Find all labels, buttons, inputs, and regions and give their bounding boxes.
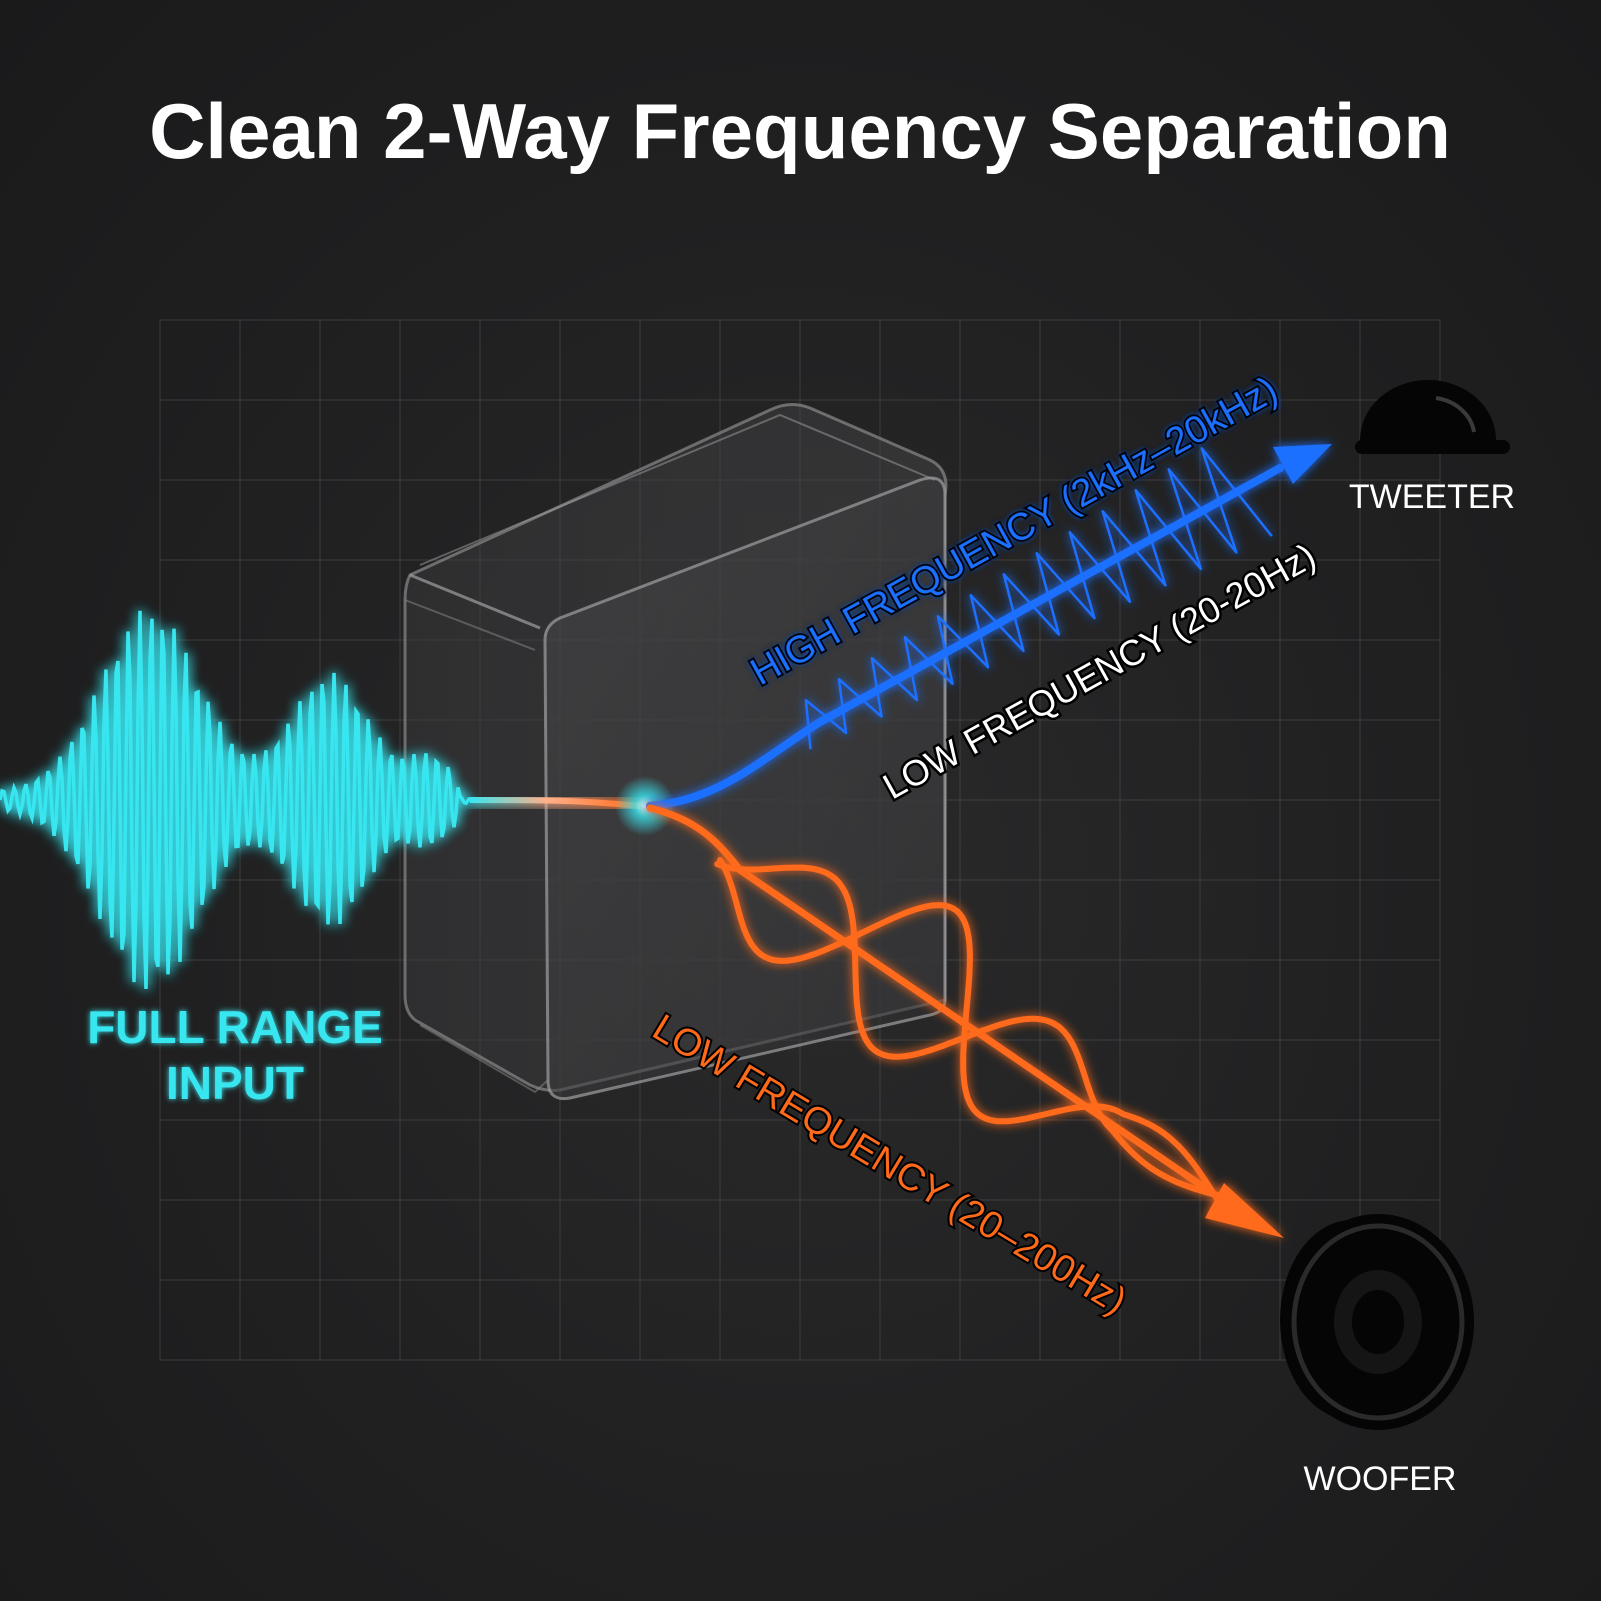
low-frequency-branch — [646, 804, 1284, 1238]
low-frequency-arrowhead — [1205, 1183, 1284, 1238]
full-range-input-wave — [0, 610, 472, 990]
high-frequency-branch — [646, 444, 1332, 810]
tweeter-label: TWEETER — [1349, 478, 1515, 516]
page-title: Clean 2-Way Frequency Separation — [149, 87, 1451, 175]
high-frequency-arrowhead — [1273, 444, 1332, 484]
woofer-label: WOOFER — [1304, 1460, 1457, 1498]
woofer-speaker-icon — [1280, 1214, 1474, 1430]
low-frequency-wave-b — [714, 861, 1241, 1204]
input-label-line2: INPUT — [166, 1057, 304, 1109]
low-frequency-wave-a — [717, 857, 1232, 1218]
high-frequency-wave — [804, 447, 1273, 750]
crossover-box-icon — [403, 403, 948, 1101]
splitter-core-glow — [615, 776, 675, 836]
high-frequency-arrow-shaft — [646, 464, 1284, 810]
input-label-line1: FULL RANGE — [87, 1001, 383, 1053]
tweeter-dome-icon — [1355, 380, 1510, 454]
